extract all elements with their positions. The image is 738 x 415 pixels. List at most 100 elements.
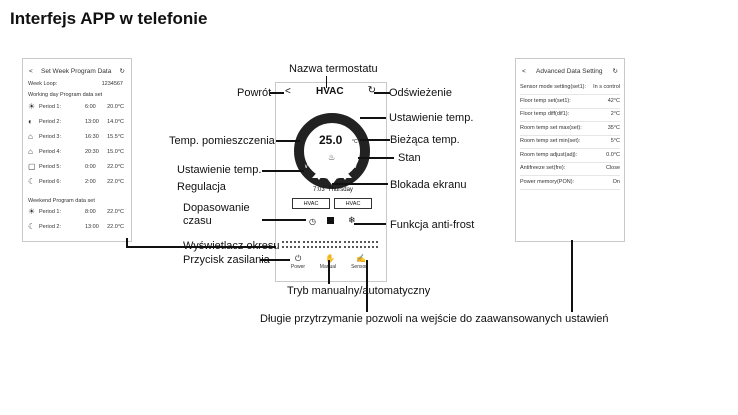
setting-label: Power memory(PON): xyxy=(520,178,575,185)
return-icon: ⌂ xyxy=(28,132,33,141)
setting-value[interactable]: 0.0°C xyxy=(606,151,620,158)
period-time[interactable]: 8:00 xyxy=(85,209,96,215)
period-label: Period 6: xyxy=(39,179,62,185)
period-dot xyxy=(282,241,284,243)
back-icon[interactable]: < xyxy=(285,86,291,97)
settings-row[interactable]: Room temp adjust(adj):0.0°C xyxy=(520,149,620,163)
period-dot xyxy=(294,246,297,248)
refresh-icon[interactable]: ↻ xyxy=(612,68,618,75)
room-temperature: 25.0 xyxy=(319,133,343,147)
page-title: Interfejs APP w telefonie xyxy=(10,9,208,28)
thermostat-name: HVAC xyxy=(316,86,344,97)
sunrise-icon: ☀ xyxy=(28,102,36,111)
setting-value[interactable]: 42°C xyxy=(607,97,620,104)
setting-label: Room temp set max(set): xyxy=(520,124,582,131)
setting-value[interactable]: 5°C xyxy=(610,138,620,144)
advanced-header: Advanced Data Setting xyxy=(536,68,603,75)
clock-icon[interactable]: ◷ xyxy=(309,217,316,226)
leader-line xyxy=(126,238,128,247)
period-dot xyxy=(368,246,371,248)
flame-icon: ♨ xyxy=(328,153,336,162)
snowflake-icon[interactable]: ❄ xyxy=(348,215,356,225)
mode-button-2[interactable]: HVAC xyxy=(334,198,372,209)
period-dot xyxy=(372,241,375,243)
settings-row[interactable]: Room temp set min(set):5°C xyxy=(520,135,620,149)
period-temp[interactable]: 22.0°C xyxy=(107,179,124,185)
setting-value[interactable]: Close xyxy=(605,165,620,171)
list-item[interactable]: ▢Period 5: 0:00 22.0°C xyxy=(23,162,131,174)
period-temp[interactable]: 14.0°C xyxy=(107,119,124,125)
period-temp[interactable]: 20.0°C xyxy=(107,104,124,110)
sensor-icon[interactable]: ✍ xyxy=(356,254,366,263)
annotation-screen-lock: Blokada ekranu xyxy=(390,179,467,191)
period-dot xyxy=(282,246,284,248)
arrow-down-left-icon[interactable]: ∨ xyxy=(304,164,309,170)
period-dot xyxy=(327,246,330,248)
leader-line xyxy=(326,76,327,88)
week-program-screen: < Set Week Program Data ↻ Week Loop: 123… xyxy=(22,58,132,242)
period-dot xyxy=(294,241,297,243)
period-time[interactable]: 13:00 xyxy=(85,224,99,230)
away-icon: ▢ xyxy=(28,162,36,171)
period-temp[interactable]: 15.5°C xyxy=(107,134,124,140)
period-dot xyxy=(368,241,371,243)
period-dot xyxy=(306,246,309,248)
settings-row[interactable]: Power memory(PON): On xyxy=(520,176,620,190)
working-day-header: Working day Program data set xyxy=(28,92,103,98)
home-icon: ⌂ xyxy=(28,147,33,156)
period-label: Period 5: xyxy=(39,164,62,170)
settings-row[interactable]: Sensor mode setting(set1):In s control xyxy=(520,81,620,95)
settings-row[interactable]: Floor temp diff(dif1): 2°C xyxy=(520,108,620,122)
mode-button-1[interactable]: HVAC xyxy=(292,198,330,209)
period-time[interactable]: 20:30 xyxy=(85,149,99,155)
back-icon[interactable]: < xyxy=(522,68,526,75)
setting-value[interactable]: In s control xyxy=(593,84,620,90)
settings-row[interactable]: Antifreeze set(fre): Close xyxy=(520,162,620,176)
lock-icon[interactable] xyxy=(327,217,334,224)
week-loop-label: Week Loop: xyxy=(28,81,58,87)
setting-label: Floor temp diff(dif1): xyxy=(520,111,570,117)
period-temp[interactable]: 22.0°C xyxy=(107,209,124,215)
sunrise-icon: ☀ xyxy=(28,207,36,216)
hand-icon[interactable]: ✋ xyxy=(325,254,335,263)
leader-line xyxy=(366,260,368,312)
leader-line xyxy=(262,170,304,172)
leader-line xyxy=(328,260,330,284)
period-time[interactable]: 16:30 xyxy=(85,134,99,140)
leader-line xyxy=(358,157,394,159)
period-temp[interactable]: 22.0°C xyxy=(107,164,124,170)
leader-line xyxy=(354,223,386,225)
power-icon[interactable]: ⏻ xyxy=(295,254,302,263)
temperature-dial[interactable] xyxy=(292,111,372,191)
back-icon[interactable]: < xyxy=(29,68,33,75)
period-temp[interactable]: 22.0°C xyxy=(107,224,124,230)
refresh-icon[interactable]: ↻ xyxy=(119,68,125,75)
period-dot xyxy=(372,246,375,248)
settings-row[interactable]: Floor temp set(set1):42°C xyxy=(520,95,620,109)
period-time[interactable]: 13:00 xyxy=(85,119,99,125)
period-temp[interactable]: 15.0°C xyxy=(107,149,124,155)
refresh-icon[interactable]: ↻ xyxy=(367,85,376,96)
setting-value[interactable]: On xyxy=(612,178,620,185)
setting-value[interactable]: 35°C xyxy=(607,124,620,131)
period-dot xyxy=(335,241,338,243)
period-time[interactable]: 2:00 xyxy=(85,179,96,185)
arrow-down-right-icon[interactable]: ∨ xyxy=(353,164,358,170)
week-loop-value[interactable]: 1234567 xyxy=(101,81,123,87)
settings-row[interactable]: Room temp set max(set): 35°C xyxy=(520,122,620,136)
setting-label: Antifreeze set(fre): xyxy=(520,165,566,171)
leader-line xyxy=(262,219,306,221)
annotation-set-temp-right: Ustawienie temp. xyxy=(389,112,474,124)
period-time[interactable]: 0:00 xyxy=(85,164,96,170)
setting-value[interactable]: 2°C xyxy=(610,111,620,117)
period-time[interactable]: 6:00 xyxy=(85,104,96,110)
